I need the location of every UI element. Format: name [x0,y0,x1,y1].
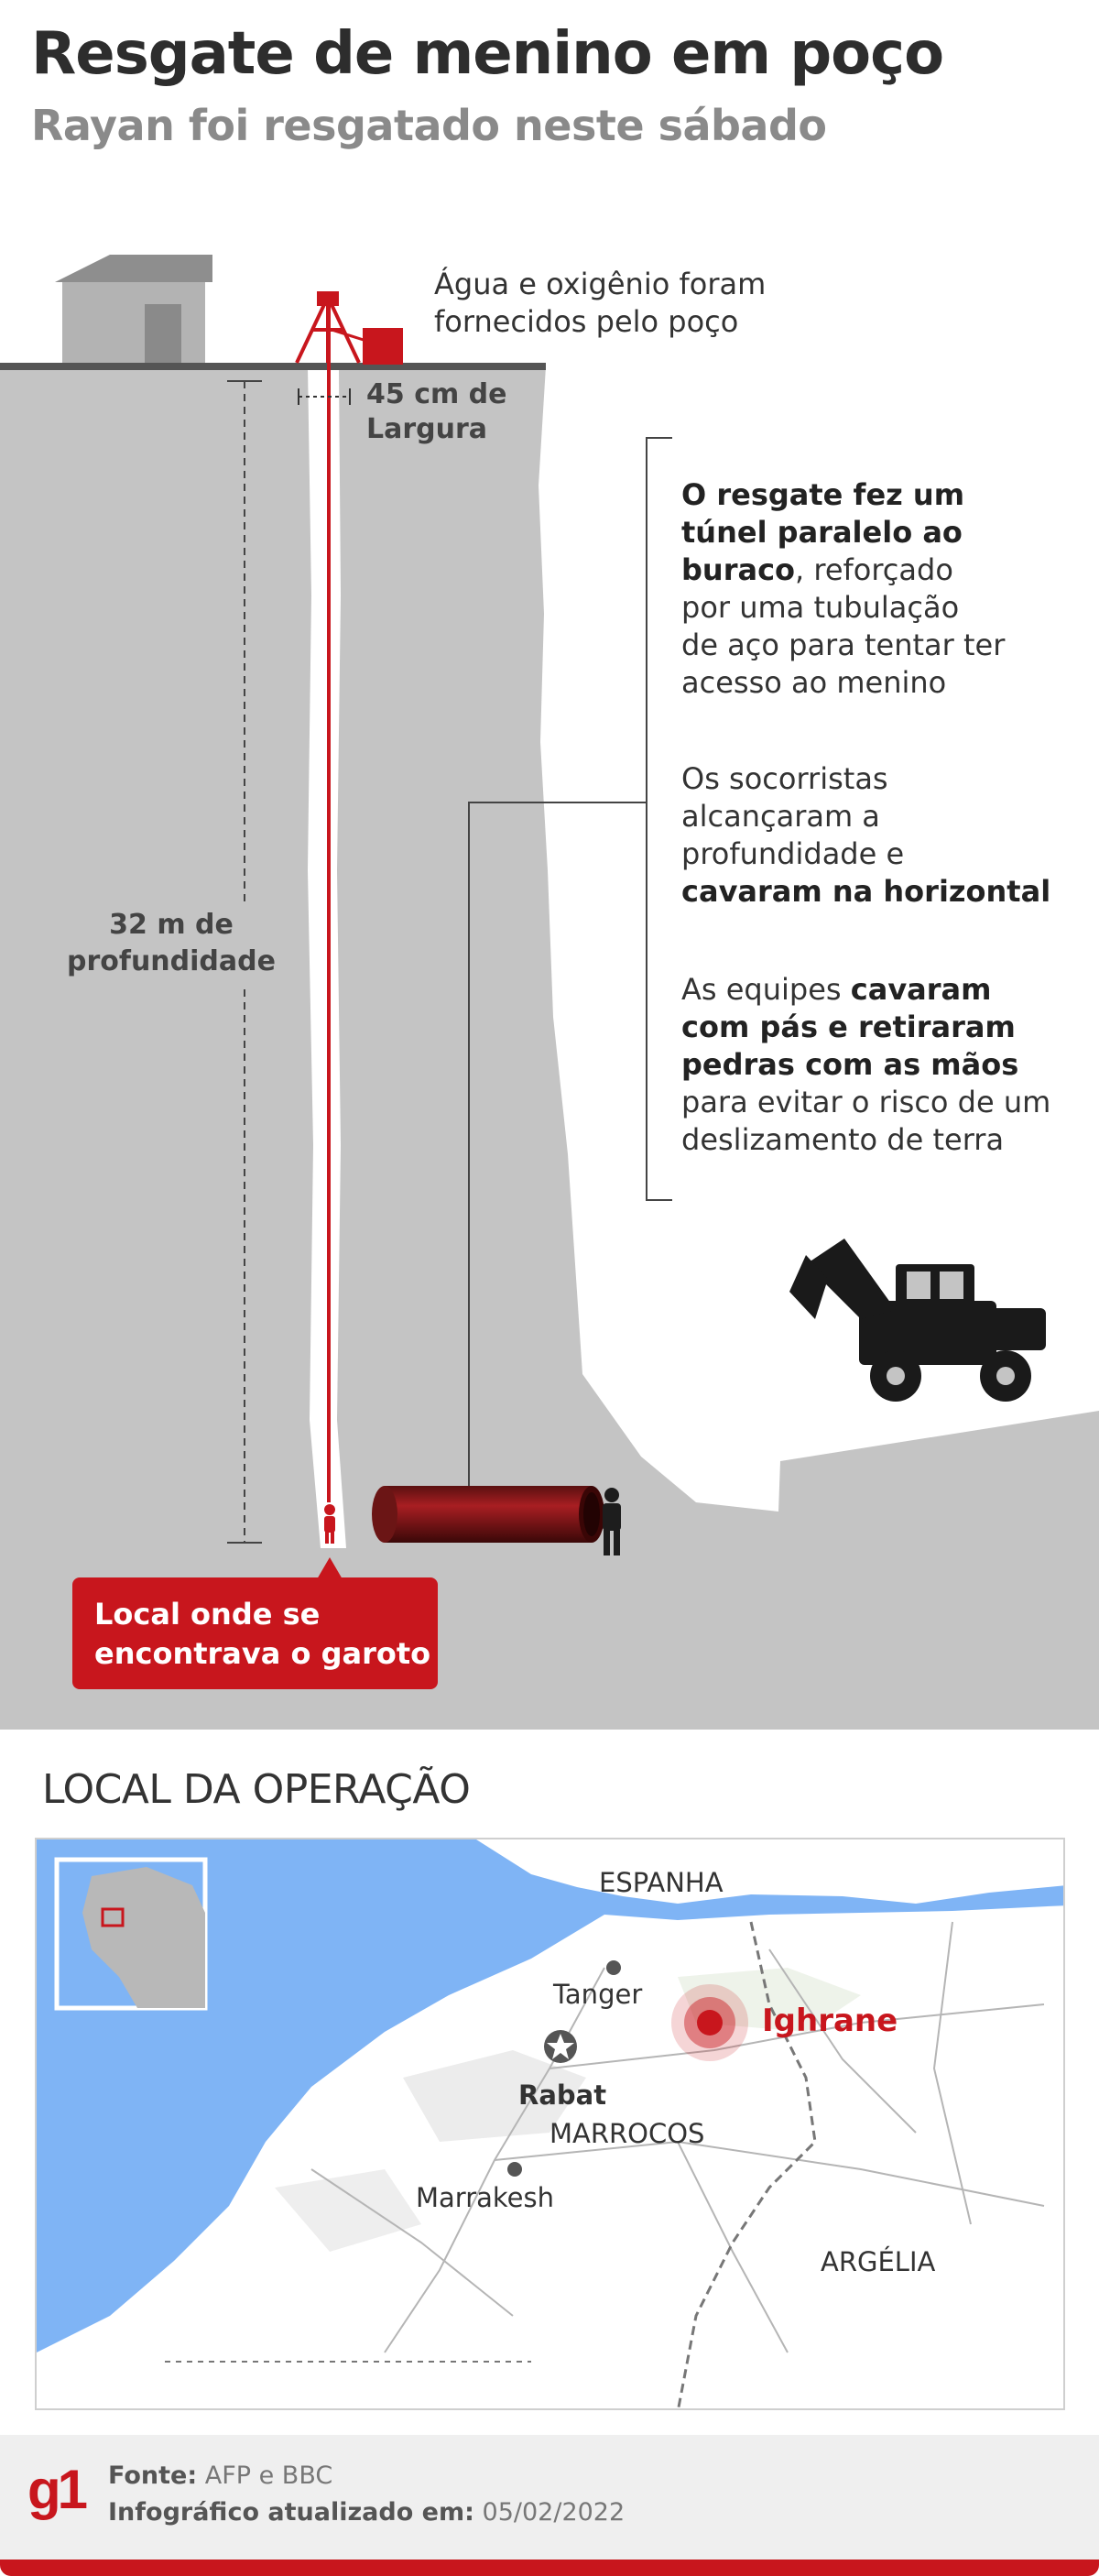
depth-marker [227,380,262,1544]
page-title: Resgate de menino em poço [31,20,944,88]
tanger-dot [606,1960,621,1975]
rescuer-silhouette [603,1488,621,1555]
source-line: Fonte: AFP e BBC [108,2461,333,2490]
updated-line: Infográfico atualizado em: 05/02/2022 [108,2498,626,2527]
supply-note: Água e oxigênio foram fornecidos pelo po… [434,267,767,339]
label-tanger: Tanger [553,1979,643,2010]
operation-map: ESPANHA Tanger Rabat MARROCOS Marrakesh … [35,1838,1065,2410]
house-door [145,304,181,363]
ighrane-location-marker [671,1984,748,2061]
note-horizontal-dig: Os socorristas alcançaram a profundidade… [681,761,1051,909]
label-ighrane: Ighrane [762,2003,898,2039]
excavator-icon [789,1239,1046,1402]
steel-pipe [372,1486,604,1543]
page-subtitle: Rayan foi resgatado neste sábado [31,101,827,150]
g1-logo: g1 [27,2459,88,2520]
label-marrakesh: Marrakesh [416,2182,554,2213]
generator [363,328,403,365]
ground [0,366,1099,1730]
surface-line [0,363,546,370]
boy-location-callout: Local onde se encontrava o garoto [72,1577,438,1689]
width-marker [298,388,351,405]
note-bracket [646,437,672,1201]
supply-hose [331,328,367,343]
marrakesh-dot [507,2162,522,2177]
depth-label: 32 m de profundidade [66,907,277,980]
spain-landmass [476,1839,1063,1904]
rescue-diagram [0,255,1099,1730]
label-rabat: Rabat [518,2079,607,2111]
label-algeria: ARGÉLIA [821,2246,936,2277]
house-wall [62,282,205,363]
map-canvas [37,1839,1063,2408]
label-spain: ESPANHA [599,1867,724,1898]
boy-figure [324,1504,335,1544]
map-section-title: LOCAL DA OPERAÇÃO [42,1766,471,1813]
width-label: 45 cm de Largura [366,378,507,445]
border-morocco-algeria [677,1921,817,2408]
tripod-head [317,291,339,306]
inset-land [82,1867,205,2008]
footer [0,2435,1099,2560]
note-manual-digging: As equipes cavaram com pás e retiraram p… [681,972,1051,1157]
label-morocco: MARROCOS [550,2118,705,2149]
callout-pointer [317,1557,343,1579]
inset-highlight [101,1907,125,1927]
rabat-capital-icon [544,2030,577,2063]
house-roof [55,255,212,282]
note-pointer [468,802,647,1486]
footer-accent-bar [0,2560,1099,2576]
note-parallel-tunnel: O resgate fez um túnel paralelo ao burac… [681,477,1006,700]
